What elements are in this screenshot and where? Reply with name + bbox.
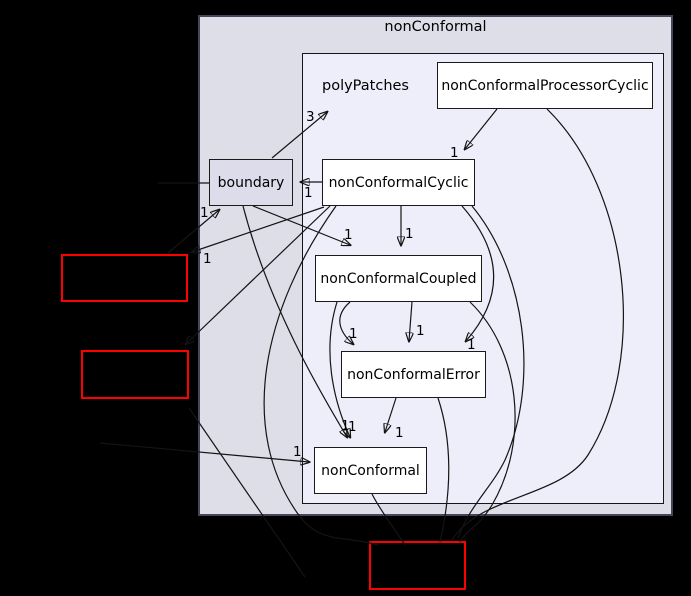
node-external-left-1[interactable] <box>61 254 188 302</box>
node-nonconformalerror[interactable]: nonConformalError <box>341 351 486 398</box>
node-label: nonConformalCoupled <box>320 270 477 287</box>
node-label: nonConformalError <box>347 366 480 383</box>
node-nonconformalprocessorcyclic[interactable]: nonConformalProcessorCyclic <box>437 62 653 109</box>
node-nonconformalcoupled[interactable]: nonConformalCoupled <box>315 255 482 302</box>
node-label: boundary <box>217 174 285 191</box>
node-label: nonConformalProcessorCyclic <box>441 77 649 94</box>
node-label: nonConformal <box>321 462 420 479</box>
node-nonconformal[interactable]: nonConformal <box>314 447 427 494</box>
cluster-title-nonconformal[interactable]: nonConformal <box>384 19 487 35</box>
cluster-title-polypatches[interactable]: polyPatches <box>322 78 409 94</box>
node-external-left-2[interactable] <box>81 350 189 399</box>
node-nonconformalcyclic[interactable]: nonConformalCyclic <box>322 159 475 206</box>
node-boundary[interactable]: boundary <box>209 159 293 206</box>
node-label: nonConformalCyclic <box>328 174 469 191</box>
node-external-bottom[interactable] <box>369 541 466 590</box>
